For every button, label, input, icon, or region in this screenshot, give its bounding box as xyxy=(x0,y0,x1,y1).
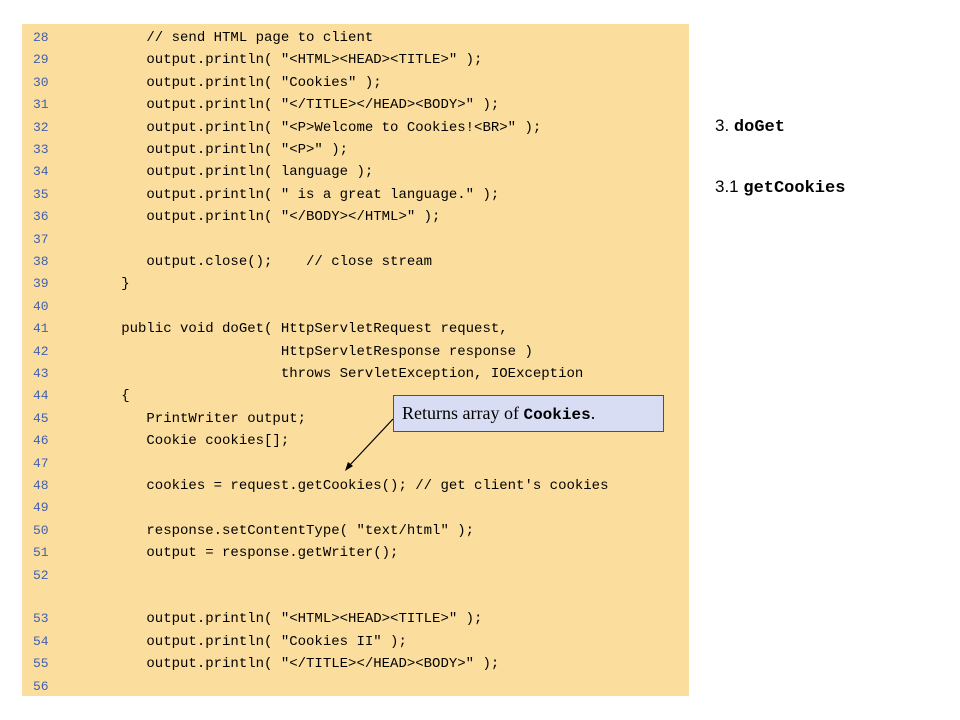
line-number: 28 xyxy=(33,30,49,45)
line-number: 33 xyxy=(33,142,49,157)
code-text: Cookie cookies[]; xyxy=(96,433,290,450)
outline-item-doget: 3. doGet xyxy=(715,116,785,137)
code-text: output.println( "Cookies II" ); xyxy=(96,633,407,650)
line-number: 48 xyxy=(33,478,49,493)
callout-box: Returns array of Cookies. xyxy=(393,395,664,432)
line-number: 46 xyxy=(33,433,49,449)
line-number: 29 xyxy=(33,52,49,68)
code-text: output.println( "</BODY></HTML>" ); xyxy=(96,209,441,226)
code-text: output.println( "</TITLE></HEAD><BODY>" … xyxy=(96,656,500,672)
outline-label: getCookies xyxy=(743,179,846,198)
line-number: 56 xyxy=(33,678,49,694)
line-number: 49 xyxy=(33,500,49,516)
callout-text: Returns array of xyxy=(402,403,524,423)
line-number: 52 xyxy=(33,567,49,583)
code-text: output.println( " is a great language." … xyxy=(96,186,500,203)
line-number: 44 xyxy=(33,388,49,404)
outline-label: doGet xyxy=(733,118,785,137)
code-text: output.close(); // close stream xyxy=(96,254,433,270)
code-text: output.println( "</TITLE></HEAD><BODY>" … xyxy=(96,97,500,114)
line-number: 41 xyxy=(33,321,49,337)
code-text: { xyxy=(96,388,130,405)
line-number: 50 xyxy=(33,522,49,538)
line-number: 35 xyxy=(33,186,49,202)
line-number: 39 xyxy=(33,276,49,292)
code-text: output.println( language ); xyxy=(96,164,374,181)
code-text: public void doGet( HttpServletRequest re… xyxy=(96,321,508,338)
code-text: HttpServletResponse response ) xyxy=(96,343,533,360)
line-number: 40 xyxy=(33,298,49,314)
code-text: output.println( "Cookies" ); xyxy=(96,74,382,91)
line-number: 42 xyxy=(33,343,49,359)
code-text: output.println( "<HTML><HEAD><TITLE>" ); xyxy=(96,52,483,69)
code-text: } xyxy=(96,276,130,293)
line-number: 53 xyxy=(33,611,49,626)
code-text: cookies = request.getCookies(); // get c… xyxy=(96,478,609,494)
line-number: 30 xyxy=(33,74,49,90)
line-number: 38 xyxy=(33,254,49,269)
code-text: // send HTML page to client xyxy=(96,30,374,46)
code-listing: 28 // send HTML page to client 29 output.… xyxy=(22,24,689,696)
line-number: 43 xyxy=(33,366,49,381)
line-number: 47 xyxy=(33,455,49,471)
line-number: 55 xyxy=(33,656,49,671)
line-number: 31 xyxy=(33,97,49,113)
outline-item-getcookies: 3.1 getCookies xyxy=(715,177,845,198)
line-number: 51 xyxy=(33,545,49,561)
callout-suffix: . xyxy=(590,403,596,423)
code-text: throws ServletException, IOException xyxy=(96,366,584,382)
line-number: 32 xyxy=(33,119,49,135)
line-number: 54 xyxy=(33,633,49,649)
line-number: 45 xyxy=(33,410,49,426)
code-text: response.setContentType( "text/html" ); xyxy=(96,522,475,539)
code-text: output.println( "<HTML><HEAD><TITLE>" ); xyxy=(96,611,483,627)
code-text: output.println( "<P>Welcome to Cookies!<… xyxy=(96,119,542,136)
callout-code: Cookies xyxy=(523,406,591,424)
line-number: 36 xyxy=(33,209,49,225)
code-text: output = response.getWriter(); xyxy=(96,545,399,562)
outline-number: 3. xyxy=(715,116,730,135)
code-text: PrintWriter output; xyxy=(96,410,307,427)
code-text: output.println( "<P>" ); xyxy=(96,142,349,158)
line-number: 34 xyxy=(33,164,49,180)
line-number: 37 xyxy=(33,231,49,247)
outline-number: 3.1 xyxy=(715,177,739,196)
